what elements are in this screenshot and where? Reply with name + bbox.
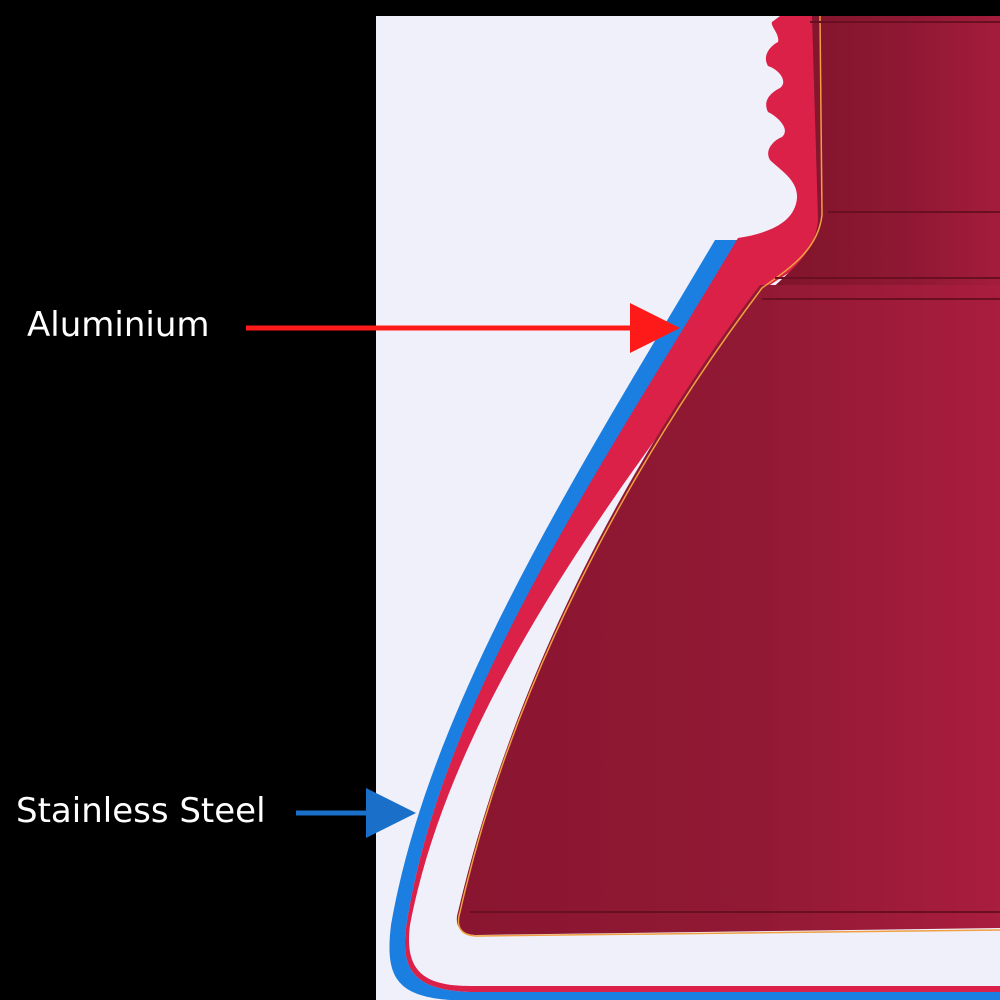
stainless-steel-label: Stainless Steel [16, 791, 266, 831]
aluminium-label: Aluminium [27, 305, 210, 345]
stainless-steel-layer [389, 240, 1000, 1000]
interior-cavity [456, 285, 1000, 935]
aluminium-inner-outline [457, 15, 1000, 937]
